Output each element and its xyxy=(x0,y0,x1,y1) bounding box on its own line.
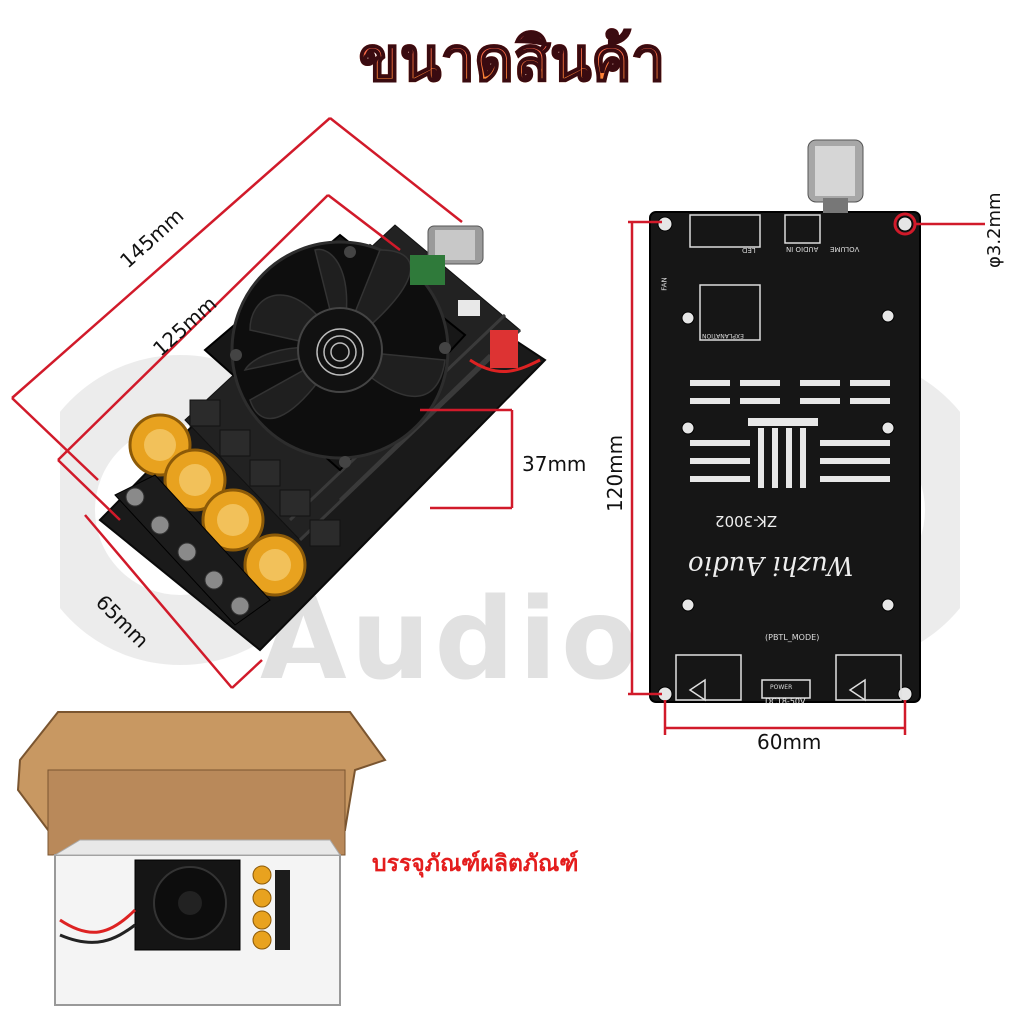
dimension-hole-diameter: φ3.2mm xyxy=(984,192,1005,268)
fan-label: FAN xyxy=(660,277,669,291)
page-title: ขนาดสินค้า xyxy=(0,12,1024,107)
capacitors xyxy=(128,413,307,597)
led-label: LED xyxy=(742,246,756,254)
volume-label: VOLUME xyxy=(830,245,860,253)
back-dimension-lines xyxy=(628,220,985,735)
power-label: POWER xyxy=(770,684,793,691)
package-box xyxy=(16,711,387,1006)
explanation-label: EXPLANATION xyxy=(702,332,744,339)
dimension-37mm: 37mm xyxy=(522,452,587,476)
watermark-audio-text: Audio xyxy=(260,575,642,705)
audio-in-label: AUDIO IN xyxy=(786,245,819,253)
amplifier-board-back xyxy=(649,139,921,703)
power-voltage-label: DC18-50V xyxy=(765,697,806,706)
terminal-block xyxy=(114,474,271,626)
package-label: บรรจุภัณฑ์ผลิตภัณฑ์ xyxy=(372,851,579,877)
dimension-60mm: 60mm xyxy=(757,730,822,754)
board-model-label: ZK-3002 xyxy=(715,512,778,530)
amplifier-board-front xyxy=(98,224,547,652)
front-dimension-lines xyxy=(11,117,514,689)
dimension-120mm: 120mm xyxy=(603,434,627,512)
board-brand-label: Wuzhi Audio xyxy=(688,550,854,580)
pbtl-mode-label: (PBTL_MODE) xyxy=(765,633,820,642)
